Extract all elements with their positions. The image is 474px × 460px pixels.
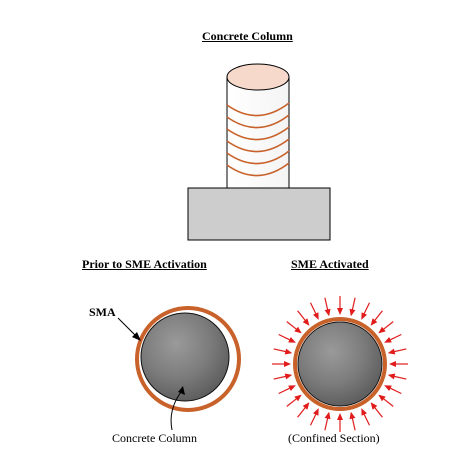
confinement-arrow-line — [362, 302, 371, 316]
confinement-arrowhead — [370, 318, 378, 326]
confinement-arrowhead — [284, 348, 293, 355]
sma-wire-wraps — [226, 102, 290, 177]
confinement-arrowhead — [288, 385, 296, 391]
confinement-arrow-line — [381, 397, 394, 407]
confinement-arrowhead — [294, 326, 302, 334]
confinement-arrow-line — [324, 416, 329, 431]
confinement-arrow-line — [392, 375, 407, 380]
confinement-arrowhead — [361, 312, 367, 320]
left-caption: Concrete Column — [112, 431, 197, 445]
confinement-arrowhead — [324, 308, 331, 317]
confinement-arrow-line — [286, 321, 299, 331]
right-caption: (Confined Section) — [288, 431, 380, 445]
top-title: Concrete Column — [202, 29, 293, 43]
confinement-arrow-line — [388, 333, 402, 342]
left-panel-title: Prior to SME Activation — [82, 257, 207, 271]
concrete-core-left — [140, 312, 230, 402]
concrete-core-right — [297, 321, 383, 407]
confinement-arrowhead — [378, 394, 386, 402]
confinement-arrowhead — [324, 411, 331, 420]
confinement-arrowhead — [378, 326, 386, 334]
confinement-arrowhead — [384, 337, 392, 343]
column-footing — [187, 187, 331, 241]
confinement-arrow-line — [278, 386, 292, 395]
confinement-arrow-line — [351, 416, 356, 431]
confinement-arrowhead — [302, 318, 310, 326]
sma-label: SMA — [89, 305, 116, 319]
confinement-arrowhead — [284, 361, 291, 367]
confinement-arrowhead — [302, 402, 310, 410]
confinement-arrowhead — [349, 308, 356, 317]
confinement-arrow-line — [324, 297, 329, 312]
column-top — [226, 63, 290, 91]
confinement-arrow-line — [309, 302, 318, 316]
confinement-arrow-line — [273, 348, 288, 353]
confinement-arrowhead — [384, 385, 392, 391]
confinement-arrow-line — [286, 397, 299, 407]
confinement-arrow-line — [278, 333, 292, 342]
concrete-pointer-line — [170, 391, 182, 431]
confinement-arrowhead — [349, 411, 356, 420]
confinement-arrowhead — [337, 413, 343, 420]
confinement-arrowhead — [337, 308, 343, 315]
confinement-arrow-line — [297, 310, 307, 323]
confinement-arrowhead — [370, 402, 378, 410]
confinement-arrow-line — [392, 348, 407, 353]
sma-pointer-arrowhead — [132, 332, 141, 341]
confinement-arrow-line — [309, 412, 318, 426]
confinement-arrow-line — [273, 375, 288, 380]
confinement-arrow-line — [381, 321, 394, 331]
confinement-arrow-line — [373, 405, 383, 418]
concrete-pointer-arrowhead — [178, 386, 185, 395]
confinement-arrow-line — [362, 412, 371, 426]
confinement-arrows — [272, 296, 408, 432]
confinement-arrow-line — [297, 405, 307, 418]
confinement-arrowhead — [313, 312, 319, 320]
confinement-arrowhead — [288, 337, 296, 343]
confinement-arrow-line — [373, 310, 383, 323]
confinement-arrowhead — [361, 408, 367, 416]
confinement-arrowhead — [387, 373, 396, 380]
confinement-arrowhead — [284, 373, 293, 380]
right-panel-title: SME Activated — [291, 257, 369, 271]
confinement-arrowhead — [294, 394, 302, 402]
confinement-arrowhead — [313, 408, 319, 416]
confinement-arrowhead — [389, 361, 396, 367]
confinement-arrowhead — [387, 348, 396, 355]
confinement-arrow-line — [388, 386, 402, 395]
confinement-arrow-line — [351, 297, 356, 312]
